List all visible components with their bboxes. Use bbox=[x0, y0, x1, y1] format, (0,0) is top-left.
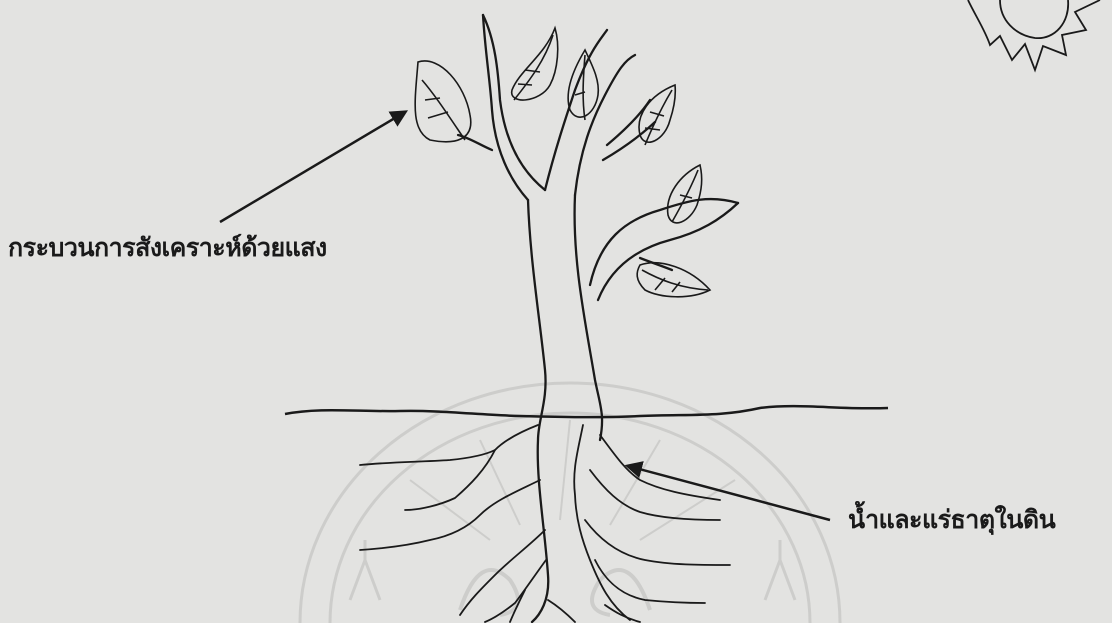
leaf bbox=[637, 263, 710, 297]
watermark-seal bbox=[300, 383, 840, 623]
leaf-vein bbox=[642, 270, 708, 292]
soil-water-minerals-label: น้ำและแร่ธาตุในดิน bbox=[848, 500, 1055, 540]
tree-icon bbox=[458, 15, 738, 622]
leaf-vein bbox=[645, 90, 672, 145]
ground-line bbox=[285, 406, 888, 417]
sun-icon bbox=[968, 0, 1100, 70]
photosynthesis-label: กระบวนการสังเคราะห์ด้วยแสง bbox=[8, 228, 327, 268]
leaf bbox=[512, 28, 558, 100]
leaf bbox=[415, 61, 471, 142]
leaf-vein bbox=[672, 170, 698, 222]
leaves bbox=[415, 28, 710, 297]
leaf-vein bbox=[422, 80, 465, 140]
arrow-to-roots bbox=[628, 466, 830, 520]
arrow-to-leaves bbox=[220, 112, 405, 222]
roots bbox=[360, 425, 730, 622]
